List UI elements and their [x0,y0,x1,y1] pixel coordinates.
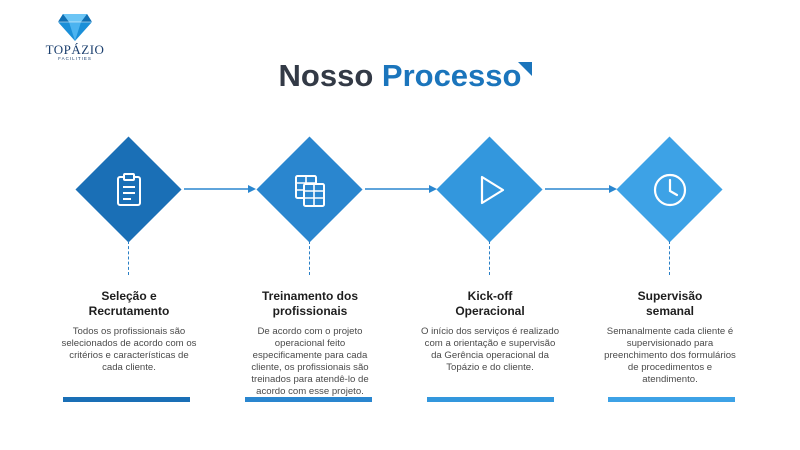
page-title: Nosso Processo [0,56,800,96]
step-4-description: Semanalmente cada cliente é supervisiona… [604,326,736,385]
step-1-underline [63,397,190,402]
arrow-right-icon [545,185,617,193]
logo-tagline: FACILITIES [58,56,92,61]
logo-name: TOPÁZIO [45,42,105,57]
step-4-title: Supervisão semanal [600,289,740,319]
company-logo: TOPÁZIO FACILITIES [44,12,106,62]
step-2-title-line-1: Treinamento dos [261,289,359,303]
title-part-2: Processo [381,58,522,93]
diamond-logo-icon [58,14,92,41]
step-1-connector [128,241,129,275]
arrow-right-icon [365,185,437,193]
step-3-title: Kick-off Operacional [420,289,560,319]
step-4-connector [669,241,670,275]
step-3-description: O início dos serviços é realizado com a … [420,326,560,373]
step-4-title-line-2: semanal [645,304,695,318]
step-1-title-line-2: Recrutamento [88,304,170,318]
step-2-underline [245,397,372,402]
step-2-title-line-2: profissionais [272,304,348,318]
step-1-title: Seleção e Recrutamento [59,289,199,319]
step-3-connector [489,241,490,275]
title-part-1: Nosso [278,58,374,93]
step-2-description: De acordo com o projeto operacional feit… [251,326,369,397]
play-icon [480,175,505,205]
step-2-connector [309,241,310,275]
arrow-right-icon [184,185,256,193]
step-3-title-line-2: Operacional [455,304,525,318]
step-4-underline [608,397,735,402]
step-1-title-line-1: Seleção e [101,289,157,303]
documents-icon [295,175,325,207]
step-2-title: Treinamento dos profissionais [240,289,380,319]
clipboard-icon [117,173,141,206]
corner-triangle-icon [518,62,532,76]
clock-icon [653,173,687,207]
step-3-underline [427,397,554,402]
step-4-title-line-1: Supervisão [637,289,703,303]
step-3-title-line-1: Kick-off [467,289,513,303]
step-1-description: Todos os profissionais são selecionados … [61,326,197,373]
